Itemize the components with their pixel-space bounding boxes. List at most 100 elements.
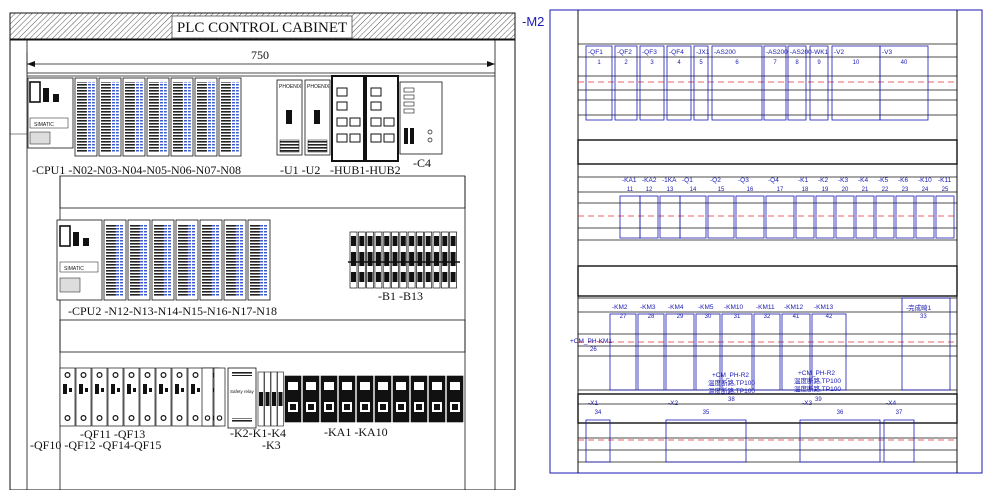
qf-breaker — [59, 367, 76, 427]
k-label-line2: -K3 — [262, 438, 281, 452]
ka-relay-group — [284, 375, 464, 423]
device-label: -KM11 — [756, 304, 775, 311]
safety-relay-text: Safety relay — [230, 389, 255, 394]
row2-b-label: -B1 -B13 — [378, 289, 423, 303]
device-number: 20 — [842, 187, 849, 193]
cable-duct-1 — [59, 175, 466, 209]
device-label: -X3 — [802, 400, 813, 407]
b-terminal — [440, 231, 449, 289]
ka-relay — [356, 375, 374, 423]
device-label: -AS200 — [790, 49, 812, 56]
right-box-label: -完成畸1 — [906, 303, 932, 312]
km1-device: +CM_PH-KM1 26 — [570, 338, 612, 353]
n0-module-2 — [98, 77, 122, 157]
device-number: 34 — [595, 410, 602, 416]
n0-module-4 — [146, 77, 170, 157]
device-label: -Q1 — [682, 177, 693, 184]
dimension-line: 750 — [26, 48, 495, 72]
device-label: -QF4 — [669, 49, 684, 56]
ka-relay — [338, 375, 356, 423]
device-k5: -K5 22 — [875, 177, 895, 239]
left-panel: PLC CONTROL CABINET 750 SIMATIC — [9, 12, 516, 490]
note2-line2: 温度断路,TP100 — [794, 376, 841, 385]
b-terminal — [357, 231, 366, 289]
device-number: 16 — [747, 187, 754, 193]
device-label: -K3 — [838, 177, 849, 184]
ka-relay — [428, 375, 446, 423]
phoenix-label-2: PHOENIX — [307, 84, 330, 90]
device-qf1: -QF11 — [585, 45, 613, 121]
n0-module-6 — [194, 77, 218, 157]
device-number: 31 — [734, 314, 741, 320]
device-number: 7 — [773, 60, 777, 66]
device-number: 30 — [705, 314, 712, 320]
device-number: 24 — [922, 187, 929, 193]
device-as200: -AS200 6 — [711, 45, 763, 121]
panel-title: PLC CONTROL CABINET — [177, 20, 347, 36]
device-number: 27 — [620, 314, 627, 320]
device-q2: -Q2 15 — [707, 177, 735, 239]
power-supply-u2: PHOENIX — [304, 79, 331, 156]
b-terminal — [349, 231, 358, 289]
device-label: -K4 — [858, 177, 869, 184]
device-label: -Q2 — [710, 177, 721, 184]
ka-relay — [392, 375, 410, 423]
n1-module-1 — [103, 219, 127, 301]
device-number: 15 — [718, 187, 725, 193]
b-terminal — [399, 231, 408, 289]
note1-line2: 温度断路,TP100 — [708, 378, 755, 387]
device-km10: -KM10 31 — [721, 304, 753, 391]
right-row3-devices: -KM227-KM328-KM429-KM530-KM1031-KM1132-K… — [609, 304, 847, 391]
cpu2-module: SIMATIC — [56, 219, 103, 301]
device-x1: -X1 34 — [585, 400, 611, 463]
device-number: 9 — [817, 60, 821, 66]
ka-relay — [374, 375, 392, 423]
right-box-number: 33 — [920, 314, 927, 320]
device-label: -QF1 — [588, 49, 603, 56]
k-relay — [270, 371, 278, 427]
temperature-note-1: +CM_PH-R2 温度断路,TP100 温度断路,TP100 38 — [708, 372, 755, 403]
device-number: 41 — [793, 314, 800, 320]
note1-line3: 温度断路,TP100 — [708, 386, 755, 395]
device-as200: -AS200 8 — [787, 45, 812, 121]
right-grid — [577, 43, 958, 463]
device-label: -KM13 — [814, 304, 834, 311]
device-number: 22 — [882, 187, 889, 193]
device-label: -X1 — [588, 400, 599, 407]
cabinet-frame — [9, 39, 516, 490]
note1-number: 38 — [728, 397, 735, 403]
device-k3: -K3 20 — [835, 177, 855, 239]
right-row2-devices: -KA111-KA212-1KA13-Q114-Q215-Q316-Q417-K… — [619, 177, 955, 239]
panel-tag: -M2 — [522, 14, 544, 29]
note1-line1: +CM_PH-R2 — [712, 372, 749, 379]
row2-main-label: -CPU2 -N12-N13-N14-N15-N16-N17-N18 — [68, 304, 277, 318]
device-label: -K5 — [878, 177, 889, 184]
cpu1-brand: SIMATIC — [34, 122, 54, 128]
n1-module-7 — [247, 219, 271, 301]
device-label: -KM10 — [724, 304, 744, 311]
qf-breaker — [187, 367, 204, 427]
device-number: 8 — [795, 60, 799, 66]
b-terminal — [391, 231, 399, 289]
row2-io-modules — [103, 219, 271, 301]
n0-module-1 — [74, 77, 98, 157]
device-number: 6 — [735, 60, 739, 66]
row1-c4-label: -C4 — [413, 156, 431, 170]
device-label: -AS200 — [714, 49, 736, 56]
